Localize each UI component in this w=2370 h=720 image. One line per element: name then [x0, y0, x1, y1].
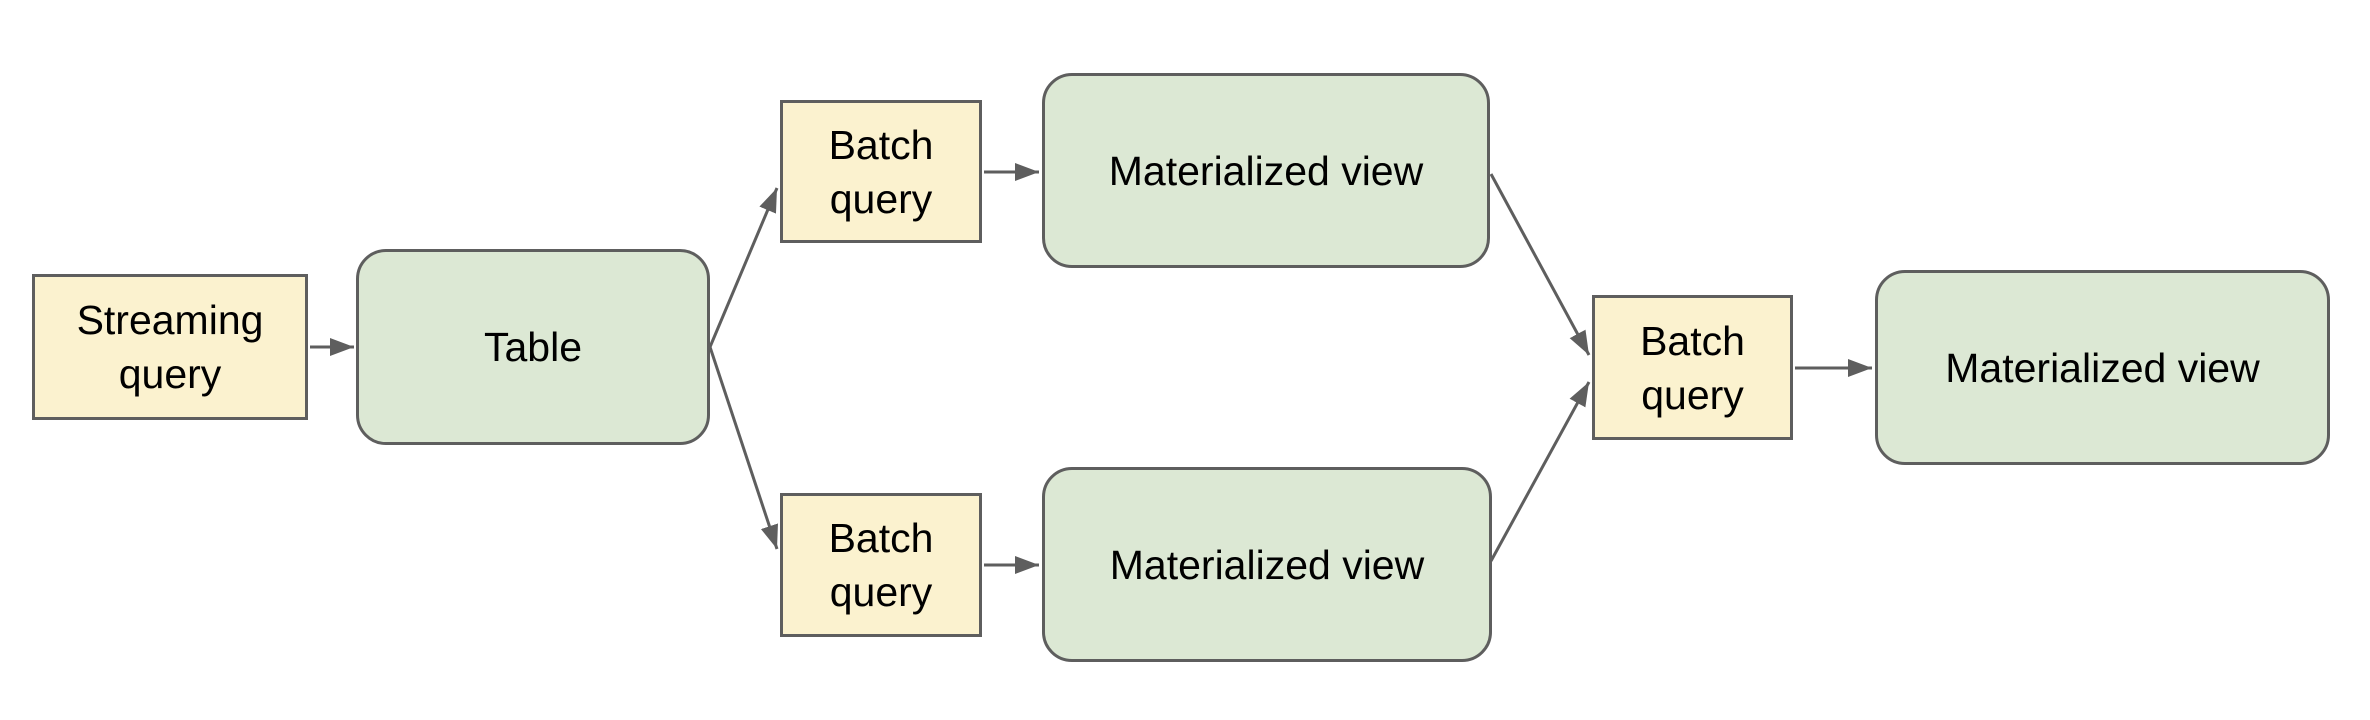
connector-materialized-view-top-to-batch-query-merge: [1489, 173, 1591, 356]
connector-materialized-view-bottom-to-batch-query-merge: [1489, 381, 1591, 562]
node-materialized-view-bottom: Materialized view: [1042, 467, 1492, 662]
node-label-batch-query-top: Batch query: [828, 121, 934, 222]
node-batch-query-bottom: Batch query: [780, 493, 982, 637]
node-label-materialized-view-final: Materialized view: [1945, 344, 2260, 391]
node-label-streaming-query: Streaming query: [76, 297, 264, 397]
node-table: Table: [356, 249, 710, 445]
connector-table-to-batch-query-bottom: [708, 346, 779, 550]
node-batch-query-merge: Batch query: [1592, 295, 1793, 440]
node-materialized-view-top: Materialized view: [1042, 73, 1490, 268]
connector-table-to-batch-query-top: [708, 187, 779, 348]
node-label-materialized-view-bottom: Materialized view: [1109, 541, 1425, 588]
node-batch-query-top: Batch query: [780, 100, 982, 243]
node-streaming-query: Streaming query: [32, 274, 308, 420]
node-label-table: Table: [483, 324, 582, 370]
node-materialized-view-final: Materialized view: [1875, 270, 2330, 465]
node-label-batch-query-merge: Batch query: [1640, 317, 1745, 418]
node-label-batch-query-bottom: Batch query: [828, 515, 934, 615]
node-label-materialized-view-top: Materialized view: [1108, 147, 1424, 194]
